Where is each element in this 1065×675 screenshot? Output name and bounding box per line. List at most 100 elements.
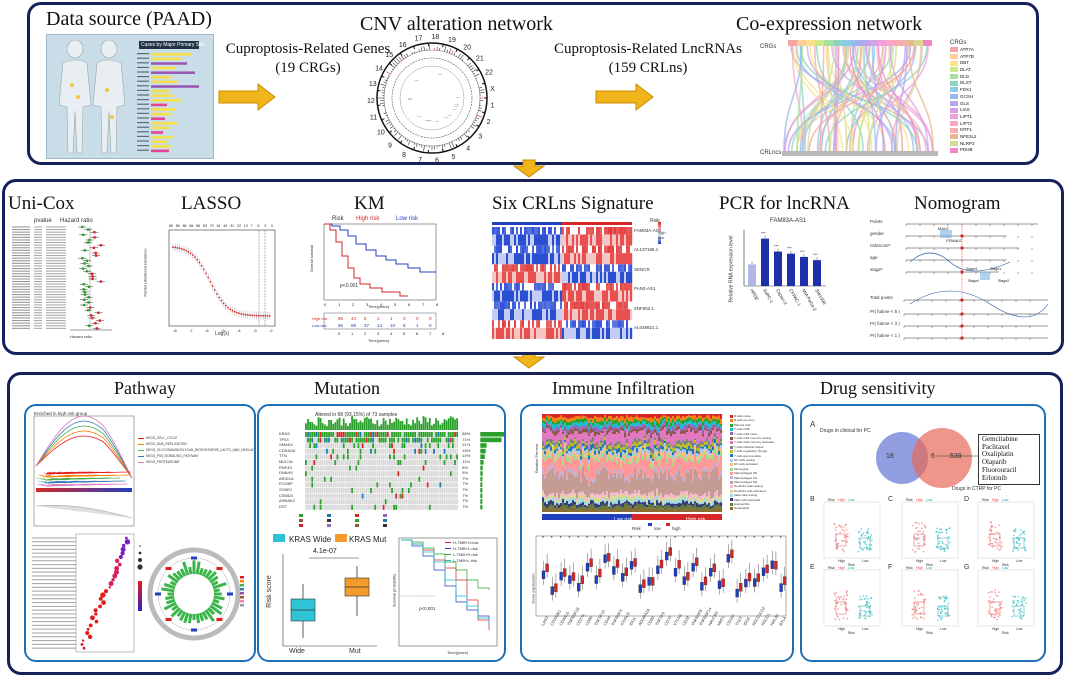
oncoplot-cell (334, 466, 336, 471)
oncoplot-cell (345, 449, 347, 454)
immune-stack-segment (588, 433, 590, 436)
oncoplot-cell (334, 477, 336, 482)
oncoplot-cell (439, 505, 441, 510)
go-circos-bar (213, 600, 219, 602)
immune-stack-segment (650, 504, 652, 507)
sankey-top-node (923, 40, 932, 46)
heatmap-cell (626, 227, 628, 234)
oncoplot-cell (316, 460, 318, 465)
heatmap-cell (568, 302, 570, 309)
heatmap-cell (558, 283, 560, 290)
forest-hr-text (46, 234, 66, 235)
heatmap-cell (508, 234, 510, 245)
immune-stack-segment (620, 460, 622, 465)
oncoplot-cell (450, 454, 452, 459)
oncoplot-tmb-bar (309, 422, 311, 430)
km-table-high-value: 86 (338, 316, 344, 321)
immune-stack-segment (656, 418, 658, 421)
immune-stack-segment (654, 425, 656, 429)
oncoplot-gene-label: RNF43 (279, 465, 292, 470)
oncoplot-freq-bar (480, 505, 482, 510)
heatmap-cell (500, 264, 502, 271)
forest-pvalue (34, 268, 42, 269)
heatmap-cell (566, 309, 568, 320)
oncoplot-cell (406, 494, 408, 499)
oncoplot-cell (431, 460, 433, 465)
immune-stack-segment (638, 420, 640, 422)
immune-stack-segment (576, 459, 578, 473)
immune-stack-segment (544, 461, 546, 476)
heatmap-cell (594, 234, 596, 245)
forest-gene-name (12, 250, 30, 251)
forest-pvalue (34, 299, 42, 300)
immune-stack-segment (552, 431, 554, 434)
immune-stack-segment (604, 503, 606, 506)
oncoplot-cell (381, 438, 383, 443)
immune-stack-segment (546, 416, 548, 417)
heatmap-cell (554, 264, 556, 271)
heatmap-cell (498, 253, 500, 264)
immune-stack-segment (562, 462, 564, 466)
immune-stack-segment (654, 433, 656, 438)
oncoplot-cell (385, 505, 387, 510)
immune-stack-segment (610, 473, 612, 493)
heatmap-cell (572, 264, 574, 271)
oncoplot-cell (393, 443, 395, 448)
immune-stack-segment (634, 495, 636, 499)
oncoplot-cell (330, 471, 332, 476)
oncoplot-cell (410, 432, 412, 437)
immune-stack-segment (604, 499, 606, 502)
heatmap-cell (518, 272, 520, 283)
body-chart-bar (151, 136, 173, 139)
oncoplot-cell (423, 505, 425, 510)
cnv-bar (479, 87, 482, 88)
immune-stack-segment (554, 436, 556, 442)
immune-stack-segment (660, 467, 662, 470)
immune-stack-segment (628, 426, 630, 430)
oncoplot-cell (385, 449, 387, 454)
body-chart-bar (151, 67, 175, 70)
oncoplot-cell (379, 438, 381, 443)
heatmap-cell (506, 309, 508, 320)
immune-stack-segment (548, 441, 550, 443)
immune-stack-segment (650, 438, 652, 448)
heatmap-cell (606, 283, 608, 290)
coexp-legend-item: PDHB (950, 147, 990, 154)
oncoplot-cell (313, 471, 315, 476)
immune-stack-segment (582, 433, 584, 439)
oncoplot-tmb-bar (408, 424, 410, 430)
immune-stack-segment (692, 416, 694, 420)
immune-stack-segment (562, 455, 564, 457)
immune-stack-segment (596, 446, 598, 448)
heatmap-cell (582, 227, 584, 234)
body-chart-bar (151, 90, 169, 93)
immune-stack-segment (606, 414, 608, 419)
immune-stack-segment (562, 425, 564, 430)
heatmap-cell (498, 227, 500, 234)
heatmap-cell (534, 246, 536, 253)
oncoplot-cell (442, 471, 444, 476)
oncoplot-cell (370, 432, 372, 437)
immune-stack-segment (560, 503, 562, 506)
oncoplot-cell (454, 477, 456, 482)
oncoplot-cell (400, 438, 402, 443)
immune-stack-segment (692, 504, 694, 506)
immune-stack-segment (590, 439, 592, 442)
nomogram-label-stage3: Stage3 (966, 267, 977, 271)
heatmap-cell (630, 302, 632, 309)
immune-stack-segment (674, 459, 676, 461)
oncoplot-cell (316, 505, 318, 510)
immune-stack-segment (682, 508, 684, 512)
immune-stack-segment (622, 493, 624, 495)
lasso-top-tick: 70 (210, 224, 214, 228)
immune-stack-segment (570, 446, 572, 451)
immune-stack-segment (598, 457, 600, 460)
immune-stack-segment (684, 448, 686, 450)
oncoplot-cell (450, 482, 452, 487)
heatmap-cell (544, 227, 546, 234)
immune-stack-segment (612, 500, 614, 504)
forest-gene-name (12, 291, 30, 292)
cnv-bar (382, 87, 385, 88)
go-term-label (32, 644, 76, 645)
immune-stack-segment (678, 503, 680, 507)
